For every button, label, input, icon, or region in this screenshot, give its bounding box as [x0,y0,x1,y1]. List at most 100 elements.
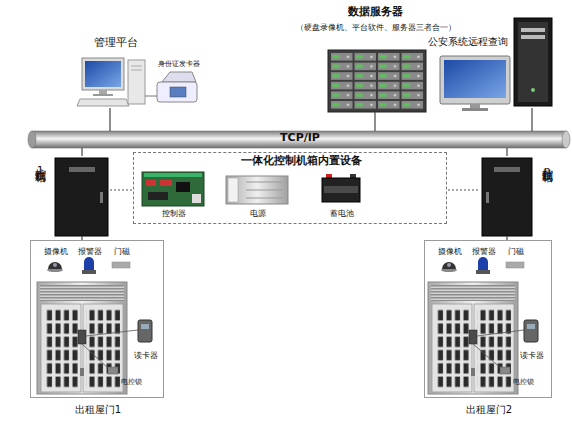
vent [246,190,282,191]
node-label: 控制机箱1 [33,160,46,178]
monitor [440,56,510,104]
node-label: 门磁 [105,247,139,256]
chip [148,192,168,200]
node-label: 身份证发卡器 [148,60,210,68]
node-label: 读卡器 [126,351,166,360]
cabinet-handle [100,192,103,203]
power-light [531,88,535,92]
door-magnet: 门磁 [501,246,531,276]
node-label: 控制器 [139,209,209,218]
vent [246,182,282,183]
node-label: 公安系统远程查询 [422,36,514,48]
network-link [531,108,532,131]
monitor-base [462,108,488,111]
terminal-block [228,178,238,202]
electric-lock [500,367,510,374]
tcp-ip-bus: TCP/IP [32,131,566,148]
rental-door [37,282,127,394]
connector [192,194,201,203]
network-link [81,148,82,156]
card-issuer [157,82,197,102]
control-cabinet: 控制机箱1 [28,156,110,236]
terminal-strip [144,173,202,177]
keyboard [77,99,129,106]
control-cabinet [55,158,108,236]
node-label: 报警器 [71,247,109,256]
node-label: 管理平台 [86,37,146,50]
alarm-light [84,257,94,270]
screen [444,60,506,98]
lead-line [82,344,110,370]
monitor [82,58,124,90]
rental-door [428,282,518,394]
electric-lock: 电控锁 [497,365,541,395]
tower-front [518,22,548,102]
chip [176,182,190,192]
node-label: 一体化控制机箱内置设备 [211,155,391,168]
node-label: 电控锁 [111,378,151,386]
pc-tower [128,60,145,104]
dome-camera [48,262,62,269]
relay [160,180,172,186]
drive-slot [131,66,142,67]
id-card [170,87,186,97]
battery [322,178,360,202]
dome-camera [442,262,456,269]
pipe-end [562,131,570,148]
node-label: TCP/IP [250,132,350,145]
camera: 摄像机 [39,246,73,276]
cable [145,96,157,97]
camera-lens [447,263,451,267]
network-link [374,112,375,131]
dotted-link [447,189,478,190]
node-label: 读卡器 [512,351,552,360]
door-magnet [506,262,524,268]
reader-window [527,324,535,329]
printer-top [162,72,196,82]
vent [246,198,282,199]
network-link [109,108,110,131]
lead-line [473,344,503,370]
control-cabinet: 控制机箱n [478,156,558,236]
lead-line [477,330,524,336]
relay [146,180,156,186]
electric-lock: 电控锁 [105,365,149,395]
lead-line [86,330,138,336]
alarm-base [476,270,490,274]
network-link [506,148,507,156]
node-label: 电控锁 [503,378,543,386]
door-magnet: 门磁 [107,246,137,276]
rental-door-group: 出租屋门1摄像机报警器门磁读卡器电控锁 [30,240,164,398]
controller-board [142,172,204,206]
drive-slot [521,28,545,32]
card-reader [524,320,538,342]
node-label: 控制机箱n [540,160,553,178]
controller-board: 控制器 [139,169,209,221]
camera-lens [53,263,57,267]
node-label: 电源 [223,209,293,218]
battery: 蓄电池 [316,169,368,221]
monitor-stand [99,90,107,94]
rental-door-group: 出租屋门2摄像机报警器门磁读卡器电控锁 [424,240,552,398]
card-reader: 读卡器 [517,317,551,365]
monitor-base [93,94,113,96]
alarm: 报警器 [73,246,107,276]
management-platform: 管理平台 [78,36,150,108]
node-label: 出租屋门2 [449,404,529,416]
alarm: 报警器 [467,246,501,276]
node-label: 出租屋门1 [58,404,138,416]
drive-slot [131,70,142,71]
node-label: 报警器 [465,247,503,256]
node-label: 摄像机 [37,247,75,256]
cabinet-handle [486,192,489,203]
control-cabinet [482,158,532,236]
node-label: 门磁 [499,247,533,256]
node-label: 摄像机 [431,247,469,256]
network-pipe [32,131,566,148]
data-server: 数据服务器（硬盘录像机、平台软件、服务器三者合一） [300,4,450,112]
pipe-end [28,131,36,148]
battery-terminal [326,174,332,178]
